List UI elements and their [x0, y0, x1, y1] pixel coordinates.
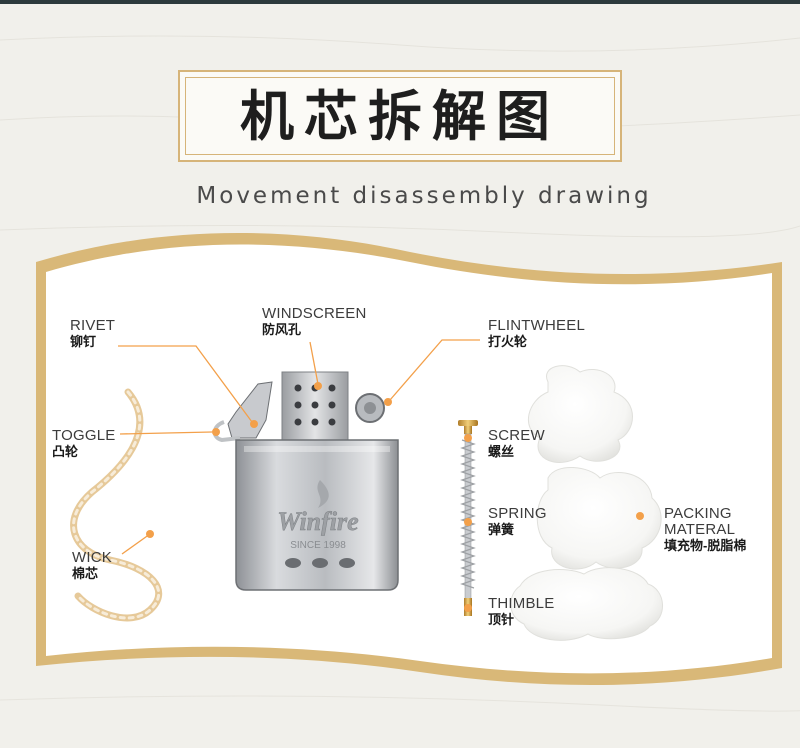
page-subtitle: Movement disassembly drawing: [196, 183, 652, 209]
insert-stamp: SINCE 1998: [290, 540, 346, 551]
packing-en2: MATERAL: [664, 521, 736, 538]
toggle-en: TOGGLE: [52, 427, 116, 444]
spring-en: SPRING: [488, 505, 547, 522]
screw-en: SCREW: [488, 427, 545, 444]
insert-body: [235, 439, 399, 591]
page-title: 机芯拆解图: [240, 84, 560, 148]
toggle-cn: 凸轮: [52, 444, 79, 459]
thimble-cn: 顶针: [488, 612, 515, 627]
label-windscreen: WINDSCREEN 防风孔: [262, 306, 367, 338]
label-flintwheel: FLINTWHEEL 打火轮: [488, 318, 585, 350]
label-thimble: THIMBLE 顶针: [488, 596, 554, 628]
top-bar: [0, 0, 800, 4]
wick-en: WICK: [72, 549, 112, 566]
packing-cn: 填充物-脱脂棉: [664, 538, 747, 553]
spring-cn: 弹簧: [488, 522, 515, 537]
label-screw: SCREW 螺丝: [488, 428, 545, 460]
packing-cotton: [510, 365, 663, 641]
wick-cn: 棉芯: [72, 566, 99, 581]
thimble-en: THIMBLE: [488, 595, 555, 612]
screw-cn: 螺丝: [488, 444, 515, 459]
insert-brand: Winfire: [277, 507, 358, 536]
label-toggle: TOGGLE 凸轮: [52, 428, 115, 460]
packing-en1: PACKING: [664, 505, 732, 522]
callout-dots: [146, 382, 644, 612]
wick-illustration: [70, 388, 163, 622]
windscreen-en: WINDSCREEN: [262, 305, 367, 322]
title-frame: 机芯拆解图: [178, 70, 622, 162]
rivet-cn: 铆钉: [70, 334, 97, 349]
windscreen-cn: 防风孔: [262, 322, 302, 337]
label-rivet: RIVET 铆钉: [70, 318, 115, 350]
rivet-en: RIVET: [70, 317, 116, 334]
flintwheel-cn: 打火轮: [488, 334, 528, 349]
callout-lines: [118, 339, 480, 555]
flintwheel-en: FLINTWHEEL: [488, 317, 586, 334]
label-packing: PACKING MATERAL 填充物-脱脂棉: [664, 506, 746, 554]
label-wick: WICK 棉芯: [72, 550, 112, 582]
label-spring: SPRING 弹簧: [488, 506, 547, 538]
